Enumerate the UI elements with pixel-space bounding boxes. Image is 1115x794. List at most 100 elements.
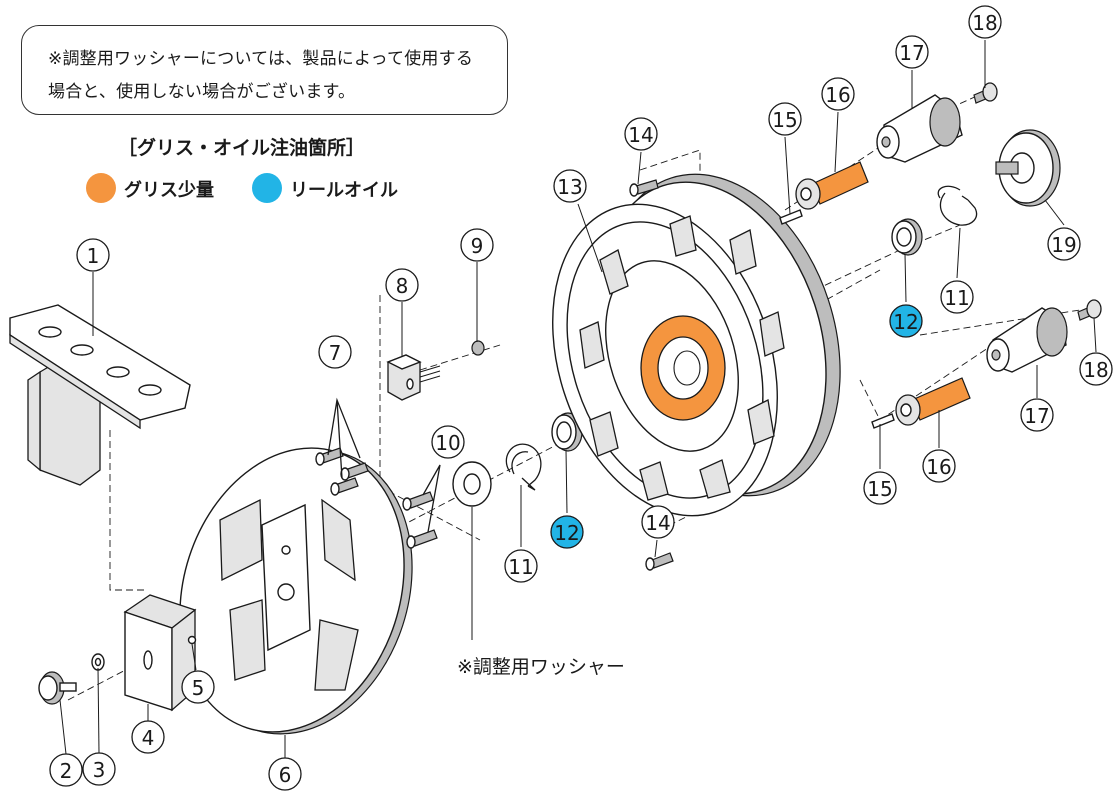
part-number-p2: 2 [49,753,83,787]
part-number-circle [641,505,675,539]
part-number-text: 16 [926,455,951,479]
part-clip-ring-left [505,443,542,491]
part-number-circle [504,549,538,583]
part-number-circle [968,5,1002,39]
part-number-text: 12 [554,521,579,545]
part-number-circle [940,280,974,314]
part-number-text: 14 [628,123,653,147]
part-number-text: 17 [899,41,924,65]
part-number-p12a: 12 [550,515,584,549]
part-number-text: 16 [825,83,850,107]
part-number-text: 3 [93,758,106,782]
part-number-p17a: 17 [895,35,929,69]
part-number-p10: 10 [431,425,465,459]
part-number-p14b: 14 [641,505,675,539]
part-number-text: 18 [972,11,997,35]
part-handle-shaft-top [795,161,869,210]
part-bearing-left [551,412,583,452]
part-clip-block [386,354,441,401]
part-number-p18b: 18 [1079,352,1113,386]
part-handle-knob-top [876,94,963,163]
part-number-circle [431,425,465,459]
note-box [21,25,508,115]
part-number-p1: 1 [76,238,110,272]
part-number-text: 14 [645,511,670,535]
part-number-p9: 9 [460,228,494,262]
part-number-text: 12 [893,310,918,334]
part-number-circle [1047,227,1081,261]
part-number-p7: 7 [318,335,352,369]
part-number-text: 7 [329,341,342,365]
part-number-p5: 5 [181,670,215,704]
part-number-circle [922,449,956,483]
part-screws-10 [402,464,441,549]
part-number-p13: 13 [553,169,587,203]
part-number-p19: 19 [1047,227,1081,261]
part-number-text: 13 [557,175,582,199]
leader-lines [59,40,1097,758]
part-pin-15-bottom [871,413,895,429]
part-number-p14a: 14 [624,117,658,151]
part-number-text: 4 [142,726,155,750]
oil-label: リールオイル [290,180,398,201]
part-number-text: 2 [60,759,73,783]
part-drag-knob [995,129,1061,207]
part-clip-ring-right [937,185,978,226]
part-number-circle [1079,352,1113,386]
part-handle-knob-bottom [986,307,1068,373]
part-number-text: 11 [508,555,533,579]
washer-label: ※調整用ワッシャー [457,656,625,678]
part-number-p16a: 16 [821,77,855,111]
part-number-p6: 6 [268,757,302,791]
part-number-p8: 8 [385,268,419,302]
part-number-text: 9 [471,234,484,258]
part-number-text: 18 [1083,358,1108,382]
part-cap-screw-top [973,82,998,104]
part-number-p17b: 17 [1020,398,1054,432]
part-number-circle [82,752,116,786]
part-screw-9 [471,340,485,356]
part-number-circle [268,757,302,791]
part-number-circle [768,102,802,136]
part-number-text: 1 [87,244,100,268]
part-number-circle [1020,398,1054,432]
part-number-circle [550,515,584,549]
part-number-circle [863,471,897,505]
part-number-circle [895,35,929,69]
part-number-text: 15 [772,108,797,132]
part-handle-shaft-bottom [895,377,971,426]
part-number-p11a: 11 [504,549,538,583]
part-number-text: 6 [279,763,292,787]
part-number-text: 5 [192,676,205,700]
part-number-p12b: 12 [889,304,923,338]
part-number-circle [460,228,494,262]
grease-swatch [86,173,116,203]
grease-label: グリス少量 [124,180,214,201]
part-screw-14-top [629,179,659,197]
part-number-circle [385,268,419,302]
part-knob-screw [38,671,77,705]
part-number-p11b: 11 [940,280,974,314]
part-number-text: 17 [1024,404,1049,428]
part-number-circle [76,238,110,272]
part-adjust-washer [452,461,492,640]
part-number-text: 11 [944,286,969,310]
part-number-p4: 4 [131,720,165,754]
part-number-circle [553,169,587,203]
note-text-line2: 場合と、使用しない場合がございます。 [48,82,356,102]
part-frame-plate [179,447,413,735]
note-text-line1: ※調整用ワッシャーについては、製品によって使用する [48,49,474,69]
part-cap-screw-bottom [1077,299,1102,321]
part-number-circle [49,753,83,787]
part-number-circle [318,335,352,369]
part-bracket [9,304,191,486]
part-bearing-right [891,218,923,256]
part-number-text: 19 [1051,233,1076,257]
part-number-circle [889,304,923,338]
part-number-p15a: 15 [768,102,802,136]
part-number-circle [624,117,658,151]
part-number-p18a: 18 [968,5,1002,39]
part-number-p3: 3 [82,752,116,786]
